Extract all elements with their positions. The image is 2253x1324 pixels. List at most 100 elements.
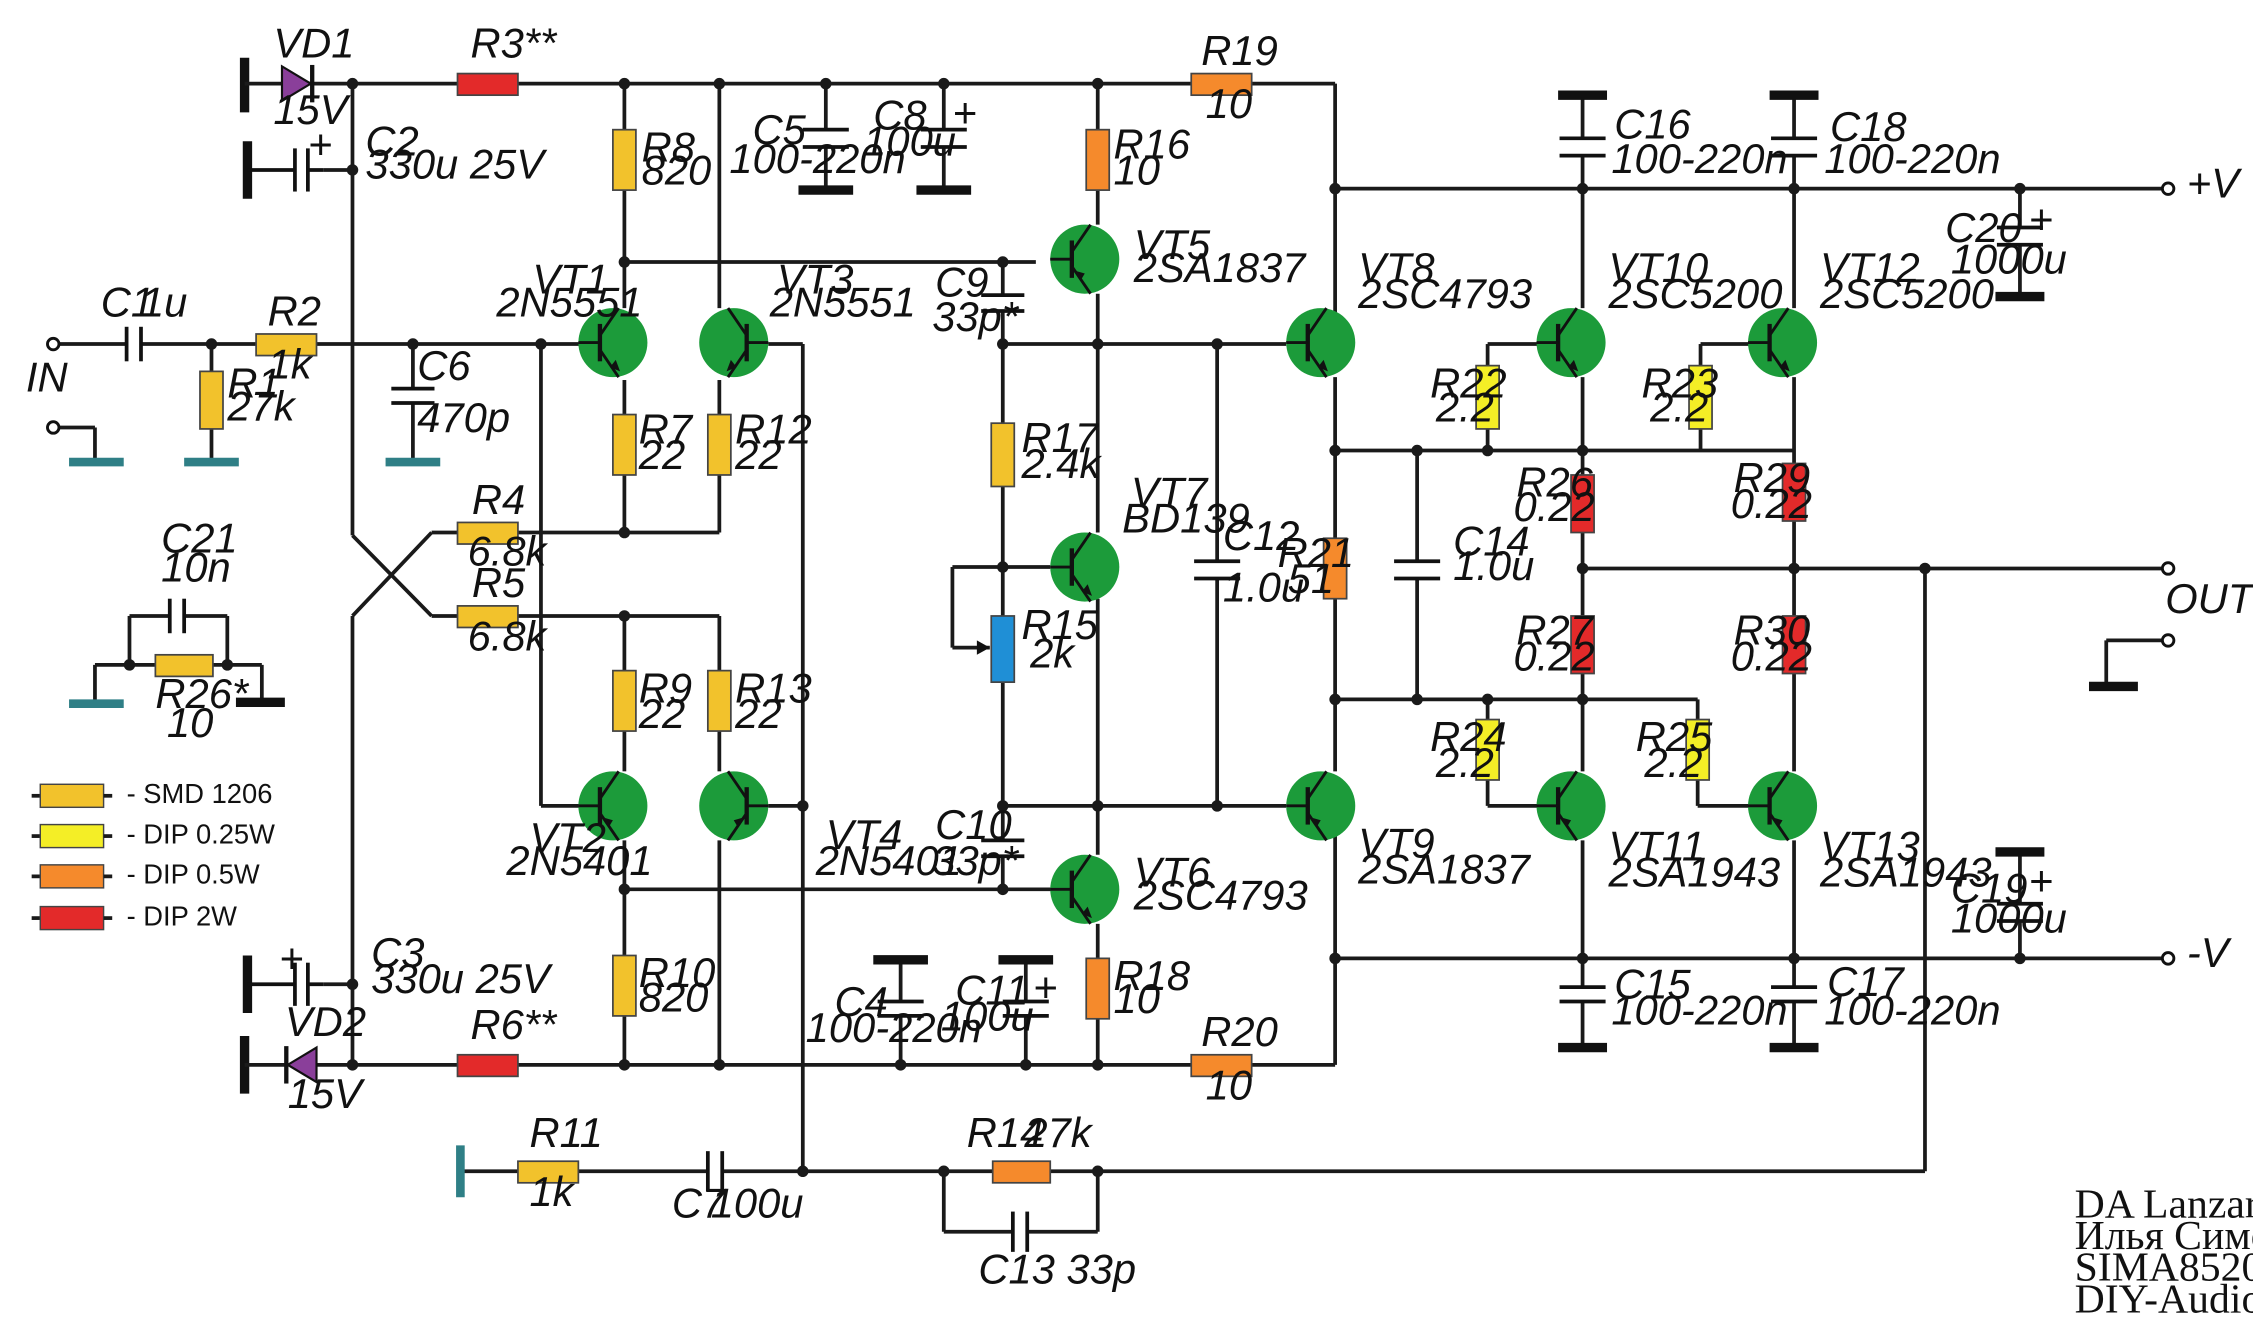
legend-smd-label: - SMD 1206 <box>127 778 273 809</box>
legend-dip025-label: - DIP 0.25W <box>127 818 276 849</box>
r5-label: R5 <box>472 559 526 606</box>
c5-label: C5 <box>752 106 806 153</box>
resistor-r20 <box>1190 1053 1253 1078</box>
transistor-vt5 <box>1050 225 1119 294</box>
r14-label: R14 <box>967 1109 1044 1156</box>
credit-line-1: DA Lanzar <box>2075 1181 2253 1227</box>
legend-swatch-dip2 <box>39 905 105 931</box>
capacitor-c9 <box>981 293 1025 313</box>
c3-label: C3 <box>371 929 424 976</box>
vt12-label: VT12 <box>1820 244 1920 291</box>
resistor-r10 <box>612 954 637 1017</box>
r15-label: R15 <box>1021 601 1098 648</box>
c12-value: 1.0u <box>1223 564 1304 611</box>
c2-label: C2 <box>365 118 418 165</box>
c3-value: 330u 25V <box>371 955 554 1002</box>
in-terminal[interactable] <box>46 336 61 352</box>
out-label: OUT <box>2165 575 2253 622</box>
legend-swatch-dip05 <box>39 864 105 889</box>
vt3-label: VT3 <box>777 256 854 303</box>
credit-line-2: Илья Симонюк <box>2075 1213 2253 1259</box>
r12-label: R12 <box>735 405 812 452</box>
r7-label: R7 <box>639 405 694 452</box>
transistor-vt13 <box>1748 771 1817 840</box>
vd1-label: VD1 <box>273 20 354 67</box>
c4-label: C4 <box>834 978 887 1025</box>
vt1-type: 2N5551 <box>495 279 642 326</box>
c17-value: 100-220n <box>1824 987 2000 1034</box>
c10-value: 33p* <box>932 837 1020 884</box>
c1-value: 1u <box>141 279 187 326</box>
r9-label: R9 <box>639 664 692 711</box>
r17-value: 2.4k <box>1020 440 1102 487</box>
legend-dip2-label: - DIP 2W <box>127 900 238 931</box>
c17-label: C17 <box>1827 958 1905 1005</box>
resistor-r5 <box>456 605 519 629</box>
minus-v-terminal[interactable] <box>2160 951 2176 966</box>
r4-label: R4 <box>472 476 525 523</box>
c18-label: C18 <box>1830 103 1907 150</box>
transistor-vt7 <box>1050 533 1119 602</box>
c4-value: 100-220n <box>806 1004 982 1051</box>
r2-value: 1k <box>268 341 314 388</box>
resistor-r9 <box>612 669 637 732</box>
c1-label: C1 <box>101 279 154 326</box>
r13-value: 22 <box>734 690 781 737</box>
r16-value: 10 <box>1114 146 1160 193</box>
c16-label: C16 <box>1614 100 1691 147</box>
plus-v-label: +V <box>2187 159 2243 206</box>
out-terminal[interactable] <box>2160 561 2176 576</box>
r25-value: 2.2 <box>1643 739 1702 786</box>
in-ground-terminal[interactable] <box>46 420 61 435</box>
resistor-r21 <box>1322 537 1348 600</box>
vd1-value: 15V <box>273 86 351 133</box>
capacitor-c16 <box>1559 136 1606 158</box>
out-ground-terminal[interactable] <box>2160 633 2176 648</box>
capacitor-c15 <box>1559 985 1606 1004</box>
transistor-vt8 <box>1286 308 1355 377</box>
vt3-type: 2N5551 <box>769 279 916 326</box>
resistor-r14 <box>991 1160 1052 1184</box>
resistor-r6 <box>456 1053 519 1078</box>
c7-label: C7 <box>672 1179 727 1226</box>
r8-label: R8 <box>642 123 695 170</box>
vt6-label: VT6 <box>1134 848 1211 895</box>
transistor-vt10 <box>1537 308 1606 377</box>
transistor-vt12 <box>1748 308 1817 377</box>
r14-value: 27k <box>1023 1109 1093 1156</box>
r19-label: R19 <box>1201 27 1278 74</box>
r6-label: R6** <box>470 1001 558 1048</box>
vt8-label: VT8 <box>1358 244 1435 291</box>
r30-label: R30 <box>1734 607 1811 654</box>
vt5-label: VT5 <box>1134 221 1211 268</box>
vt11-type: 2SA1943 <box>1607 848 1780 895</box>
resistors <box>154 72 1807 1184</box>
legend: - SMD 1206 - DIP 0.25W - DIP 0.5W - DIP … <box>31 778 276 931</box>
component-labels: VD1 15V R3** C2 330u 25V C1 1u R2 1k IN … <box>26 20 2253 1293</box>
resistor-r27 <box>1570 615 1595 675</box>
r26-value: 0.22 <box>1514 483 1595 530</box>
r3-label: R3** <box>470 20 558 67</box>
r29-value: 0.22 <box>1731 480 1812 527</box>
c20-value: 1000u <box>1951 236 2067 283</box>
r10-label: R10 <box>639 949 716 996</box>
r27-value: 0.22 <box>1514 633 1595 680</box>
resistor-r26-star <box>154 653 214 678</box>
capacitor-c13 <box>1010 1211 1030 1252</box>
capacitor-c20 <box>1996 225 2043 247</box>
vd2-label: VD2 <box>285 998 366 1045</box>
r1-value: 27k <box>226 382 296 429</box>
c16-value: 100-220n <box>1611 135 1787 182</box>
r27-label: R27 <box>1516 607 1594 654</box>
transistor-vt11 <box>1537 771 1606 840</box>
resistor-r24 <box>1475 718 1500 781</box>
legend-swatch-smd <box>39 783 105 809</box>
transistor-vt3 <box>699 308 768 377</box>
r7-value: 22 <box>638 431 685 478</box>
plus-v-terminal[interactable] <box>2160 181 2176 196</box>
r18-value: 10 <box>1114 975 1160 1022</box>
junction-dots <box>123 77 2026 1178</box>
legend-dip05-label: - DIP 0.5W <box>127 859 260 890</box>
c7-value: 100u <box>711 1179 804 1226</box>
r2-label: R2 <box>268 287 321 334</box>
